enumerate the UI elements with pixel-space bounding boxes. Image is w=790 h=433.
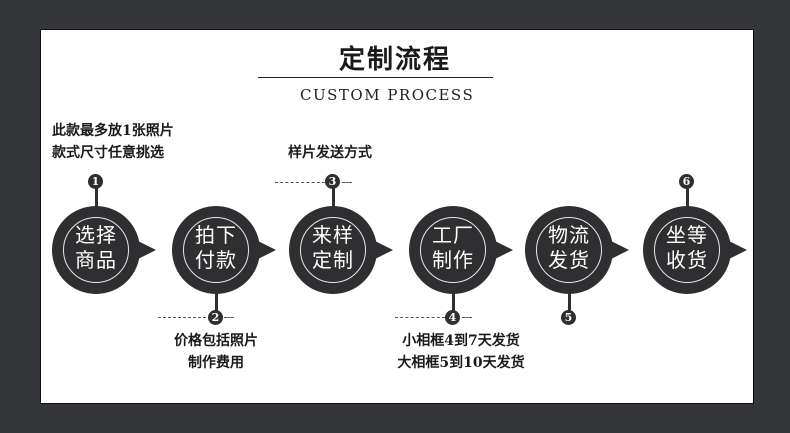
step-3-note-line-1: 样片发送方式 (288, 145, 372, 161)
step-3-label-line-1: 来样 (312, 223, 354, 247)
step-1-note-line-1: 此款最多放1张照片 (52, 123, 174, 139)
step-1-number-badge: 1 (88, 174, 103, 189)
step-4-label-line-2: 制作 (432, 248, 474, 272)
step-3-note: 样片发送方式 (288, 142, 372, 164)
title-divider (258, 77, 493, 78)
step-6-ring (654, 217, 720, 283)
step-1-note-line-2: 款式尺寸任意挑选 (52, 145, 164, 161)
step-4-dashed-line (395, 317, 445, 318)
step-4-ring (420, 217, 486, 283)
step-2-note-line-1: 价格包括照片 (174, 333, 258, 349)
step-6-label-line-1: 坐等 (666, 223, 708, 247)
step-4-label-line-1: 工厂 (432, 223, 474, 247)
step-5-label-line-2: 发货 (548, 248, 590, 272)
page-subtitle: CUSTOM PROCESS (300, 86, 475, 104)
content-panel (40, 29, 754, 404)
step-1-ring (63, 217, 129, 283)
step-2-label-line-1: 拍下 (195, 223, 237, 247)
step-3-dashed-line (275, 182, 325, 183)
step-3-dashed-line-tail (342, 182, 352, 183)
step-6-label-line-2: 收货 (666, 248, 708, 272)
step-1-label-line-1: 选择 (75, 223, 117, 247)
step-3-ring (300, 217, 366, 283)
step-2-note: 价格包括照片 制作费用 (158, 330, 274, 374)
step-1-stem (94, 188, 98, 208)
step-5-label: 物流 发货 (539, 223, 599, 273)
step-6-stem (685, 188, 689, 208)
step-4-number-badge: 4 (445, 310, 460, 325)
step-5-label-line-1: 物流 (548, 223, 590, 247)
step-6-number-badge: 6 (679, 174, 694, 189)
step-5-ring (536, 217, 602, 283)
step-5-number-badge: 5 (561, 310, 576, 325)
step-2-label: 拍下 付款 (186, 223, 246, 273)
step-6-label: 坐等 收货 (657, 223, 717, 273)
step-1-note: 此款最多放1张照片 款式尺寸任意挑选 (52, 120, 174, 164)
page-title: 定制流程 (338, 45, 451, 75)
step-2-note-line-2: 制作费用 (188, 355, 244, 371)
step-3-number-badge: 3 (325, 174, 340, 189)
step-2-label-line-2: 付款 (195, 248, 237, 272)
step-3-label: 来样 定制 (303, 223, 363, 273)
step-4-dashed-line-tail (462, 317, 472, 318)
step-5-stem (567, 292, 571, 312)
step-3-stem (331, 188, 335, 208)
step-2-stem (214, 292, 218, 312)
step-2-dashed-line-tail (224, 317, 234, 318)
step-4-note: 小相框4到7天发货 大相框5到10天发货 (383, 330, 539, 374)
step-1-label-line-2: 商品 (75, 248, 117, 272)
step-4-note-line-1: 小相框4到7天发货 (402, 333, 520, 349)
step-4-label: 工厂 制作 (423, 223, 483, 273)
step-3-label-line-2: 定制 (312, 248, 354, 272)
step-2-number-badge: 2 (208, 310, 223, 325)
step-2-ring (183, 217, 249, 283)
step-1-label: 选择 商品 (66, 223, 126, 273)
step-4-note-line-2: 大相框5到10天发货 (397, 355, 525, 371)
step-4-stem (451, 292, 455, 312)
step-2-dashed-line (158, 317, 206, 318)
